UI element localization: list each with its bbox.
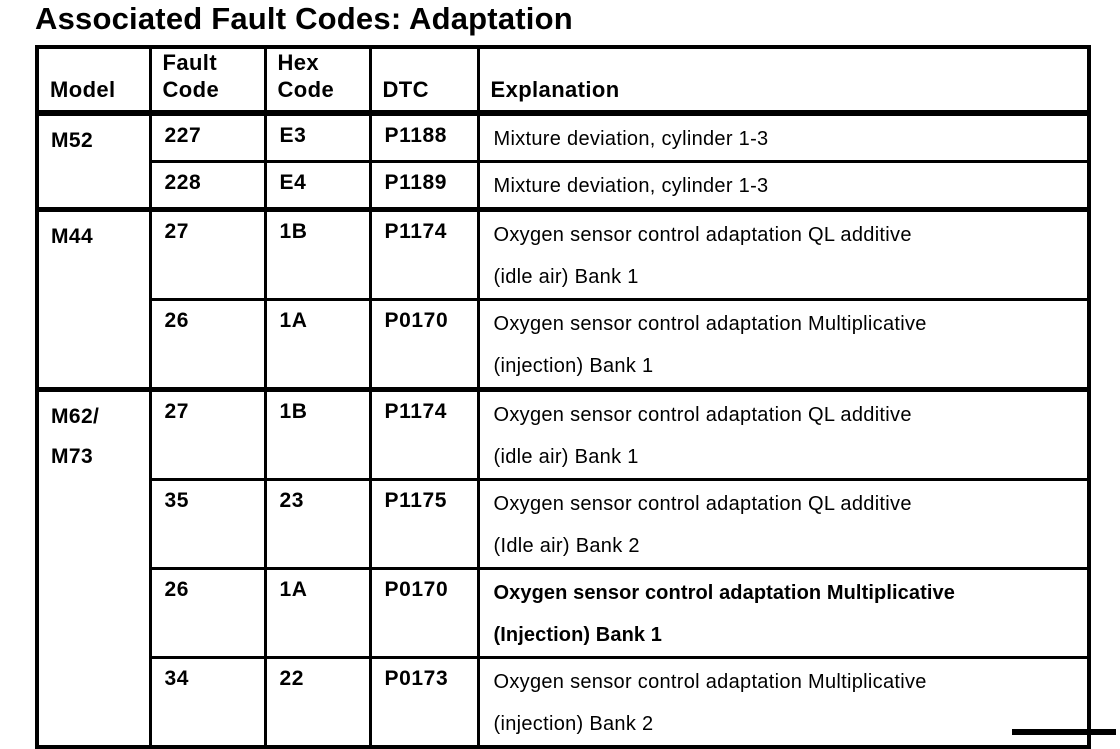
column-header-explanation: Explanation bbox=[476, 45, 1091, 116]
fault-code-cell: 35 bbox=[148, 478, 267, 570]
fault-code-cell: 228 bbox=[148, 160, 267, 211]
hex-code-cell: E4 bbox=[263, 160, 372, 211]
explanation-cell: Oxygen sensor control adaptation Multipl… bbox=[476, 656, 1091, 749]
explanation-cell: Mixture deviation, cylinder 1-3 bbox=[476, 110, 1091, 163]
hex-code-cell: 1B bbox=[263, 387, 372, 481]
hex-code-cell: 1B bbox=[263, 207, 372, 301]
fault-code-cell: 26 bbox=[148, 298, 267, 391]
model-cell: M52 bbox=[35, 110, 152, 211]
column-header-dtc: DTC bbox=[368, 45, 480, 116]
dtc-cell: P1175 bbox=[368, 478, 480, 570]
model-cell: M62/M73 bbox=[35, 387, 152, 749]
explanation-cell: Oxygen sensor control adaptation QL addi… bbox=[476, 387, 1091, 481]
dtc-cell: P1174 bbox=[368, 207, 480, 301]
page-title: Associated Fault Codes: Adaptation bbox=[35, 1, 573, 36]
fault-code-cell: 227 bbox=[148, 110, 267, 163]
dtc-cell: P1174 bbox=[368, 387, 480, 481]
fault-code-cell: 27 bbox=[148, 207, 267, 301]
dtc-cell: P1189 bbox=[368, 160, 480, 211]
hex-code-cell: 1A bbox=[263, 567, 372, 659]
explanation-cell: Oxygen sensor control adaptation Multipl… bbox=[476, 567, 1091, 659]
explanation-cell: Mixture deviation, cylinder 1-3 bbox=[476, 160, 1091, 211]
model-cell: M44 bbox=[35, 207, 152, 391]
explanation-cell: Oxygen sensor control adaptation QL addi… bbox=[476, 207, 1091, 301]
explanation-cell: Oxygen sensor control adaptation QL addi… bbox=[476, 478, 1091, 570]
explanation-cell: Oxygen sensor control adaptation Multipl… bbox=[476, 298, 1091, 391]
hex-code-cell: 23 bbox=[263, 478, 372, 570]
dtc-cell: P1188 bbox=[368, 110, 480, 163]
fault-code-cell: 26 bbox=[148, 567, 267, 659]
scan-artifact-line bbox=[1012, 729, 1116, 735]
hex-code-cell: 22 bbox=[263, 656, 372, 749]
fault-code-cell: 27 bbox=[148, 387, 267, 481]
column-header-model: Model bbox=[35, 45, 152, 116]
hex-code-cell: 1A bbox=[263, 298, 372, 391]
dtc-cell: P0173 bbox=[368, 656, 480, 749]
fault-code-cell: 34 bbox=[148, 656, 267, 749]
hex-code-cell: E3 bbox=[263, 110, 372, 163]
dtc-cell: P0170 bbox=[368, 567, 480, 659]
dtc-cell: P0170 bbox=[368, 298, 480, 391]
